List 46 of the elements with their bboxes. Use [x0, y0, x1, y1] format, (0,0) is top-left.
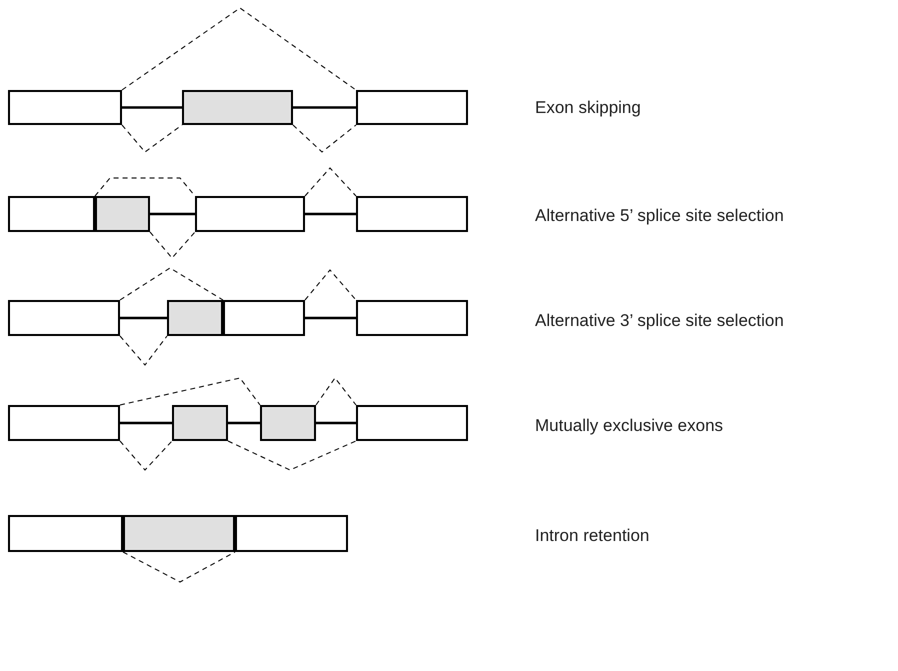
intron-line: [305, 212, 356, 216]
splice-line: [122, 124, 182, 153]
exon-box: [223, 300, 305, 336]
splice-line: [304, 269, 356, 300]
splice-line: [122, 552, 236, 583]
splice-line: [228, 440, 356, 471]
splice-line: [122, 7, 356, 90]
intron-line: [120, 316, 167, 320]
exon-box: [8, 405, 120, 441]
splice-line: [150, 232, 196, 259]
splice-line: [304, 167, 356, 196]
splice-line: [120, 440, 172, 471]
splice-line: [120, 267, 224, 300]
alternative-exon-box: [167, 300, 223, 336]
splicing-type-label: Exon skipping: [535, 98, 641, 118]
splice-line: [120, 336, 168, 366]
splice-line: [94, 178, 196, 196]
exon-box: [356, 300, 468, 336]
splice-line: [292, 124, 356, 153]
exon-box: [356, 90, 468, 125]
intron-line: [316, 422, 356, 424]
intron-line: [120, 422, 172, 424]
intron-line: [293, 106, 356, 109]
intron-line: [150, 212, 195, 216]
alternative-exon-box: [123, 515, 235, 552]
alternative-exon-box: [260, 405, 316, 441]
exon-box: [8, 515, 123, 552]
exon-box: [195, 196, 305, 232]
exon-box: [235, 515, 348, 552]
exon-box: [8, 196, 95, 232]
intron-line: [305, 316, 356, 320]
alternative-exon-box: [95, 196, 150, 232]
intron-line: [228, 422, 260, 424]
splicing-type-label: Alternative 3’ splice site selection: [535, 311, 784, 331]
exon-box: [8, 90, 122, 125]
exon-box: [8, 300, 120, 336]
splicing-type-label: Intron retention: [535, 526, 650, 546]
intron-line: [122, 106, 182, 109]
alternative-exon-box: [172, 405, 228, 441]
splice-line: [120, 377, 260, 406]
splicing-type-label: Mutually exclusive exons: [535, 416, 724, 436]
exon-box: [356, 196, 468, 232]
exon-box: [356, 405, 468, 441]
splice-line: [316, 377, 356, 406]
alternative-exon-box: [182, 90, 293, 125]
splicing-type-label: Alternative 5’ splice site selection: [535, 206, 784, 226]
